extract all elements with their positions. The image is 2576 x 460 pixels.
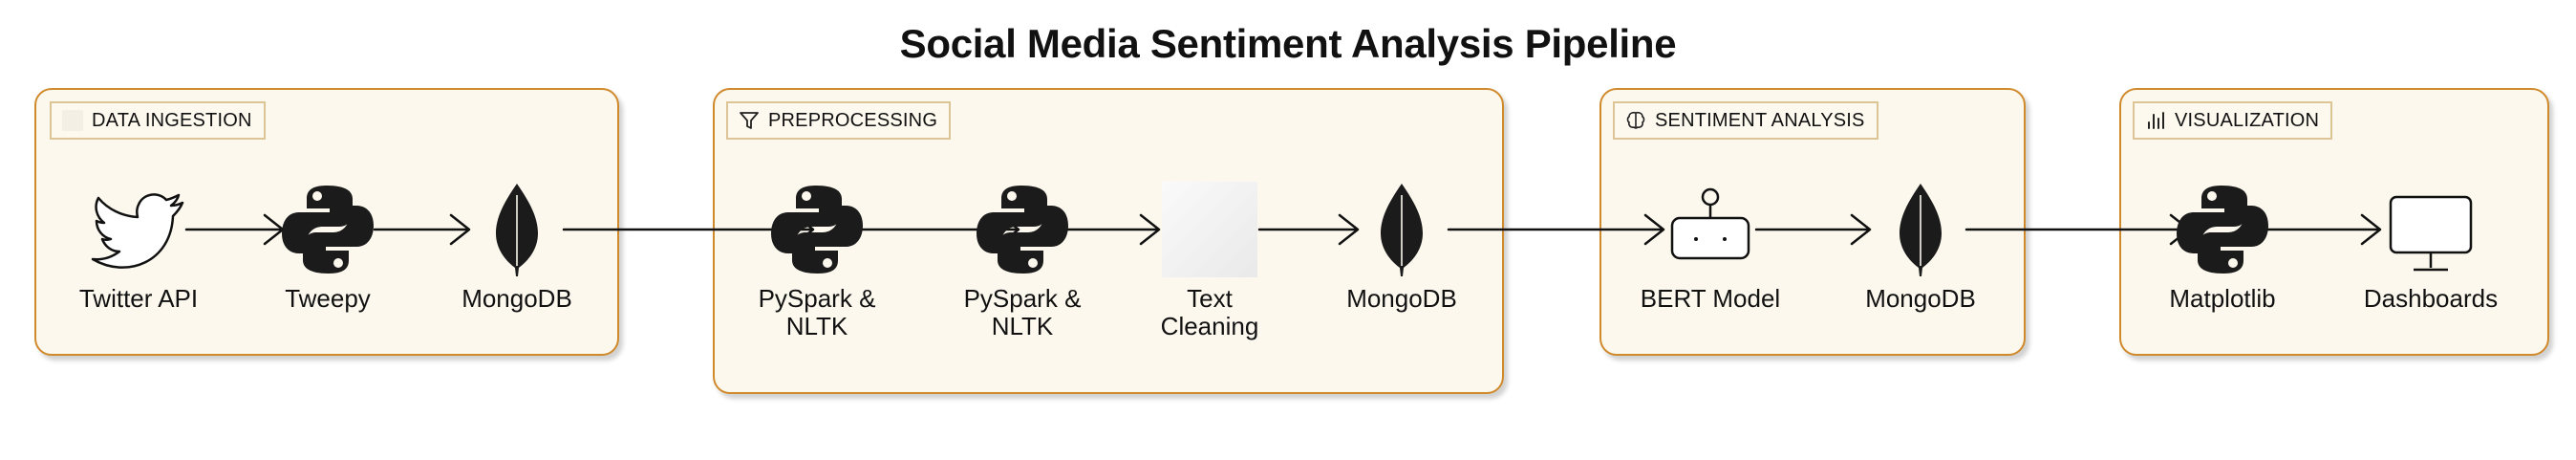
stage-badge-preprocessing: PREPROCESSING bbox=[726, 101, 952, 140]
python-icon bbox=[2175, 182, 2270, 277]
node-label-pyspark-nltk-2: PySpark & NLTK bbox=[963, 284, 1082, 340]
bar-chart-icon bbox=[2142, 108, 2169, 133]
node-label-mongodb-2: MongoDB bbox=[1346, 284, 1457, 313]
python-icon bbox=[769, 182, 865, 277]
arrow-pyspark-to-text-cleaning bbox=[1062, 213, 1161, 246]
robot-icon bbox=[1670, 187, 1750, 260]
node-label-twitter-api: Twitter API bbox=[78, 284, 199, 313]
python-icon bbox=[975, 182, 1070, 277]
arrow-text-cleaning-to-mongodb bbox=[1257, 213, 1360, 246]
stage-badge-sentiment-analysis: SENTIMENT ANALYSIS bbox=[1613, 101, 1878, 140]
arrow-twitter-to-tweepy bbox=[184, 213, 285, 246]
mongodb-leaf-icon bbox=[1373, 182, 1430, 277]
node-label-tweepy: Tweepy bbox=[285, 284, 371, 313]
stage-sentiment-analysis: SENTIMENT ANALYSIS bbox=[1599, 88, 2026, 356]
brain-icon bbox=[1622, 108, 1649, 133]
arrow-mongodb-to-matplotlib bbox=[1964, 213, 2191, 246]
stage-label-sentiment-analysis: SENTIMENT ANALYSIS bbox=[1655, 109, 1865, 131]
node-label-mongodb-1: MongoDB bbox=[462, 284, 572, 313]
node-label-bert-model: BERT Model bbox=[1640, 284, 1781, 313]
arrow-mongodb-to-bert bbox=[1447, 213, 1665, 246]
blank-icon bbox=[59, 108, 86, 133]
stage-label-visualization: VISUALIZATION bbox=[2175, 109, 2320, 131]
arrow-bert-to-mongodb bbox=[1754, 213, 1872, 246]
node-label-dashboards: Dashboards bbox=[2363, 284, 2499, 313]
node-label-mongodb-3: MongoDB bbox=[1865, 284, 1976, 313]
stage-badge-data-ingestion: DATA INGESTION bbox=[50, 101, 266, 140]
stage-label-preprocessing: PREPROCESSING bbox=[768, 109, 938, 131]
node-label-pyspark-nltk-1: PySpark & NLTK bbox=[758, 284, 876, 340]
filter-icon bbox=[736, 108, 762, 133]
arrow-tweepy-to-mongodb bbox=[373, 213, 471, 246]
node-label-text-cleaning: Text Cleaning bbox=[1160, 284, 1259, 340]
arrow-matplotlib-to-dashboards bbox=[2253, 213, 2382, 246]
monitor-icon bbox=[2389, 195, 2473, 272]
diagram-title: Social Media Sentiment Analysis Pipeline bbox=[899, 21, 1677, 66]
mongodb-leaf-icon bbox=[1892, 182, 1949, 277]
stage-badge-visualization: VISUALIZATION bbox=[2133, 101, 2333, 140]
mongodb-leaf-icon bbox=[488, 182, 546, 277]
twitter-bird-icon bbox=[91, 193, 184, 269]
node-label-matplotlib: Matplotlib bbox=[2169, 284, 2276, 313]
stage-label-data-ingestion: DATA INGESTION bbox=[92, 109, 252, 131]
python-icon bbox=[280, 182, 376, 277]
blank-placeholder-icon bbox=[1162, 182, 1257, 277]
